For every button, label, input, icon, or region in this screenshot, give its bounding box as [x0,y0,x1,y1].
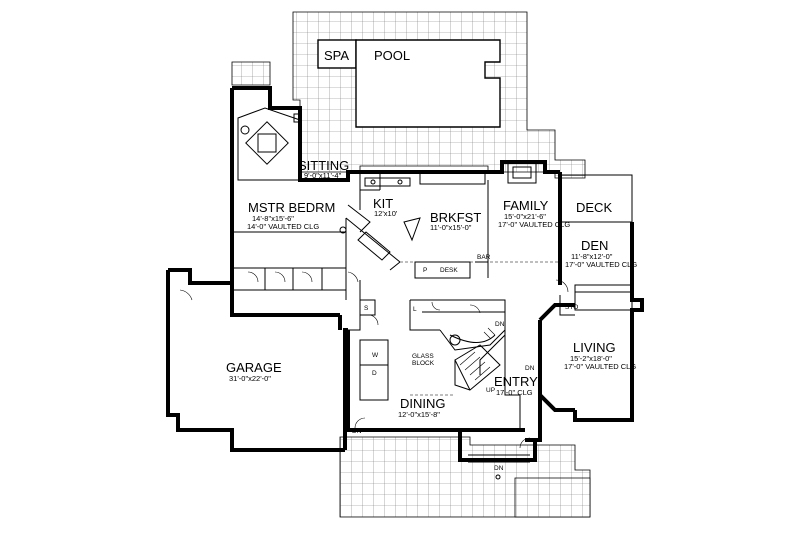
laundry-label: L [413,306,417,313]
step-down-living-label: DN [525,365,535,372]
master-bedroom-label: MSTR BEDRM [248,200,335,215]
den-size: 11'-8"x12'-0" [571,252,613,261]
pool-label: POOL [374,48,410,63]
family-note: 17'-0" VAULTED CLG [498,220,570,229]
washer-label: W [372,352,379,359]
pool-area [317,39,501,128]
den-label: DEN [581,238,608,253]
pantry-label: P [423,267,427,274]
spa-label: SPA [324,48,349,63]
living-note: 17'-0" VAULTED CLG [564,362,636,371]
step-down-garage-label: DN [352,428,362,435]
entry-note: 17'-0" CLG [496,388,533,397]
storage-label: STO [565,304,578,311]
stairs-down-label: DN [495,321,505,328]
fixture-labels: GLASS BLOCK DESK BAR STO P L S W D UP DN… [352,254,578,472]
garage-size: 31'-0"x22'-0" [229,374,271,383]
breakfast-label: BRKFST [430,210,481,225]
bar-label: BAR [477,254,491,261]
dryer-label: D [372,370,377,377]
master-bedroom-note: 14'-0" VAULTED CLG [247,222,319,231]
glass-block-label-line1: GLASS [412,353,434,360]
step-down-entry-label: DN [494,465,504,472]
interior-walls [232,172,633,430]
stairs-up-label: UP [486,387,495,394]
sitting-size: 9'-0"x11'-4" [304,171,342,180]
den-note: 17'-0" VAULTED CLG [565,260,637,269]
garage-label: GARAGE [226,360,282,375]
entry-label: ENTRY [494,374,538,389]
family-label: FAMILY [503,198,549,213]
family-size: 15'-0"x21'-6" [504,212,546,221]
master-bedroom-size: 14'-8"x15'-6" [252,214,294,223]
living-size: 15'-2"x18'-0" [570,354,612,363]
glass-block-label-line2: BLOCK [412,360,435,367]
dining-label: DINING [400,396,446,411]
breakfast-size: 11'-0"x15'-0" [430,223,472,232]
kitchen-size: 12'x10' [374,209,398,218]
deck-label: DECK [576,200,612,215]
sitting-label: SITTING [298,158,349,173]
storage-s-label: S [364,305,369,312]
dining-size: 12'-0"x15'-8" [398,410,440,419]
fixtures [179,107,569,480]
kitchen-label: KIT [373,196,393,211]
living-label: LIVING [573,340,616,355]
room-labels: SPA POOL SITTING 9'-0"x11'-4" MSTR BEDRM… [226,48,637,419]
desk-label: DESK [440,267,458,274]
